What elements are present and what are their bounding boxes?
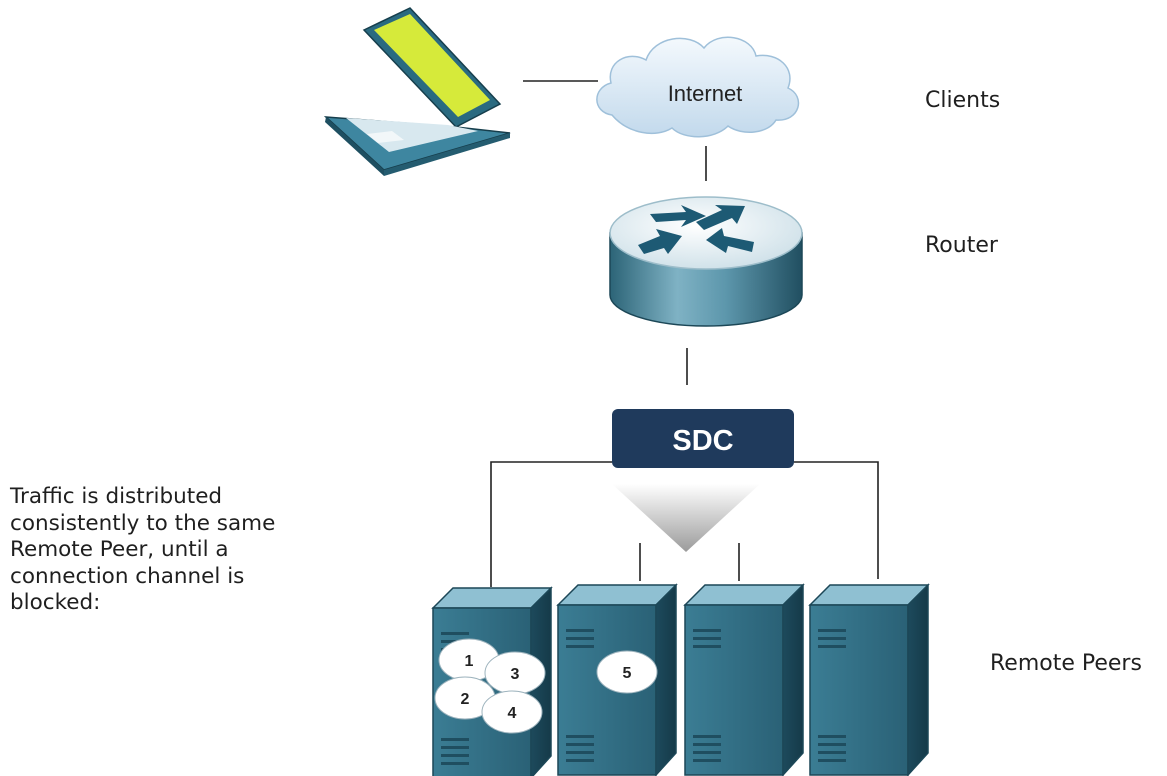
- sdc-label: SDC: [672, 425, 733, 457]
- description-line: connection channel is: [10, 563, 245, 589]
- connection-badges-peer-2: 5: [596, 650, 658, 694]
- line-sdc-peer4: [794, 461, 879, 579]
- description-line: blocked:: [10, 590, 101, 615]
- internet-label: Internet: [668, 81, 743, 106]
- router-label: Router: [925, 233, 998, 258]
- line-sdc-peer1: [490, 461, 612, 587]
- router-icon: [609, 196, 803, 327]
- sdc-box: [612, 409, 794, 468]
- description-line: Remote Peer, until a: [10, 537, 229, 562]
- cloud-icon: [596, 36, 800, 138]
- laptop-icon: [323, 7, 511, 176]
- badge-2: 2: [461, 691, 470, 708]
- badge-4: 4: [508, 705, 517, 722]
- badge-5: 5: [623, 665, 632, 682]
- remote-peers-label: Remote Peers: [990, 651, 1142, 676]
- description-line: consistently to the same: [10, 510, 276, 536]
- badge-3: 3: [511, 666, 520, 683]
- description-line: Traffic is distributed: [10, 484, 223, 509]
- connection-lines: [490, 80, 879, 587]
- badge-1: 1: [465, 653, 474, 670]
- connection-badges-peer-1: 1 3 2 4: [434, 638, 546, 734]
- server-icon: [809, 584, 929, 776]
- clients-label: Clients: [925, 88, 1001, 113]
- description-text: Traffic is distributed consistently to t…: [10, 484, 275, 617]
- funnel-icon: [612, 484, 760, 552]
- server-icon: [684, 584, 804, 776]
